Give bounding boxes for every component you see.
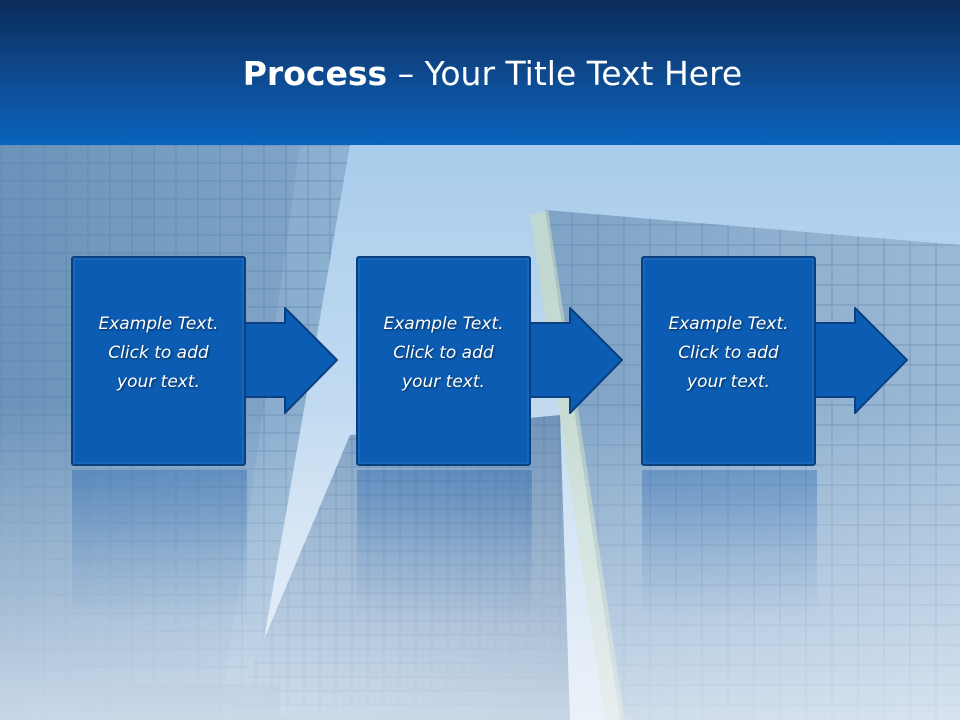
step-box [641, 256, 816, 466]
step-1-line-2: Click to add [108, 343, 209, 363]
step-3-line-2: Click to add [678, 343, 779, 363]
step-2-line-1: Example Text. [383, 314, 504, 334]
title-rest-text: – Your Title Text Here [387, 54, 743, 93]
slide-title[interactable]: Process – Your Title Text Here [0, 52, 960, 96]
title-bold-text: Process [242, 54, 388, 93]
step-box [356, 256, 531, 466]
step-1-text: Example Text. Click to add your text. [71, 310, 246, 397]
step-1-reflection [72, 470, 247, 620]
step-box [71, 256, 246, 466]
step-2-line-3: your text. [402, 372, 485, 392]
process-step-3[interactable]: Example Text. Click to add your text. [641, 256, 960, 468]
step-2-line-2: Click to add [393, 343, 494, 363]
step-1-line-1: Example Text. [98, 314, 219, 334]
process-step-2[interactable]: Example Text. Click to add your text. [356, 256, 706, 468]
process-step-1[interactable]: Example Text. Click to add your text. [71, 256, 421, 468]
step-3-text: Example Text. Click to add your text. [641, 310, 816, 397]
step-3-line-1: Example Text. [668, 314, 789, 334]
step-3-line-3: your text. [687, 372, 770, 392]
step-3-reflection [642, 470, 817, 620]
step-2-reflection [357, 470, 532, 620]
title-bar: Process – Your Title Text Here [0, 0, 960, 145]
step-2-text: Example Text. Click to add your text. [356, 310, 531, 397]
step-1-line-3: your text. [117, 372, 200, 392]
